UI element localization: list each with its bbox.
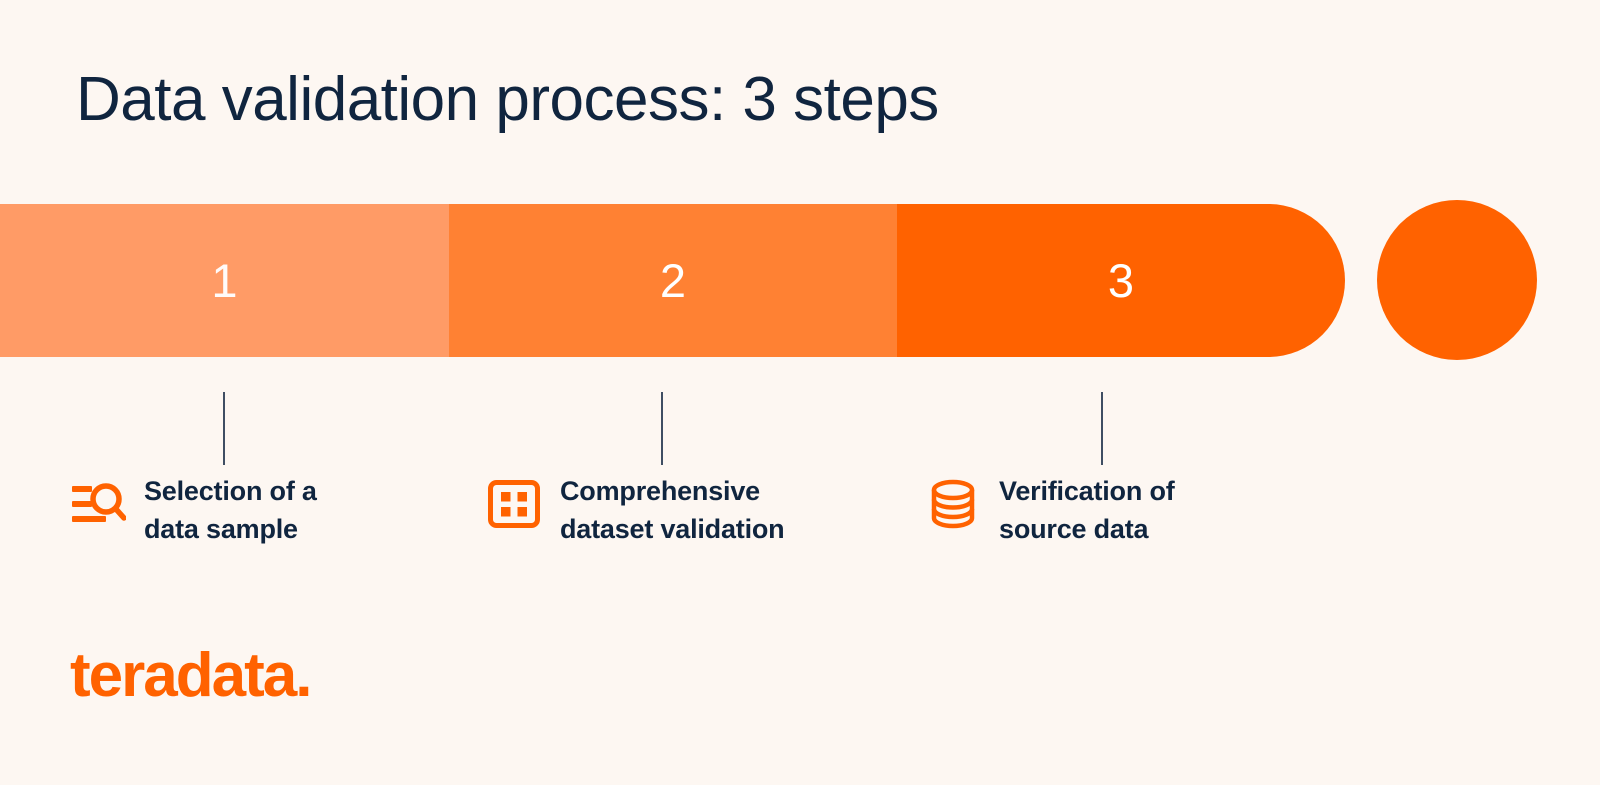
database-icon <box>931 479 975 529</box>
step-item-3-label: Verification of source data <box>999 476 1175 545</box>
page-title: Data validation process: 3 steps <box>76 65 939 134</box>
progress-segment-1[interactable]: 1 <box>0 204 449 357</box>
progress-segment-2-number: 2 <box>659 254 687 307</box>
step-item-2-label: Comprehensive dataset validation <box>560 476 785 545</box>
teradata-logo: teradata. <box>70 641 312 710</box>
progress-end-dot-icon <box>1377 200 1537 360</box>
progress-bar-track: 1 2 3 <box>0 204 1345 357</box>
step-item-2[interactable]: Comprehensive dataset validation <box>486 472 785 549</box>
progress-bar: 1 2 3 <box>0 204 1345 357</box>
step-item-3[interactable]: Verification of source data <box>925 472 1175 549</box>
connector-line-1 <box>223 392 225 465</box>
step-item-1-label: Selection of a data sample <box>144 476 317 545</box>
progress-segment-1-number: 1 <box>211 254 238 307</box>
step-item-1[interactable]: Selection of a data sample <box>70 472 317 549</box>
connector-line-3 <box>1101 392 1103 465</box>
list-search-icon <box>72 483 126 522</box>
progress-segment-3-number: 3 <box>1107 254 1135 307</box>
connector-line-2 <box>661 392 663 465</box>
progress-segment-3[interactable]: 3 <box>897 204 1345 357</box>
grid-dataset-icon <box>488 480 540 528</box>
progress-segment-2[interactable]: 2 <box>449 204 897 357</box>
step-caption-list: Selection of a data sample Comprehensive… <box>0 472 1600 572</box>
